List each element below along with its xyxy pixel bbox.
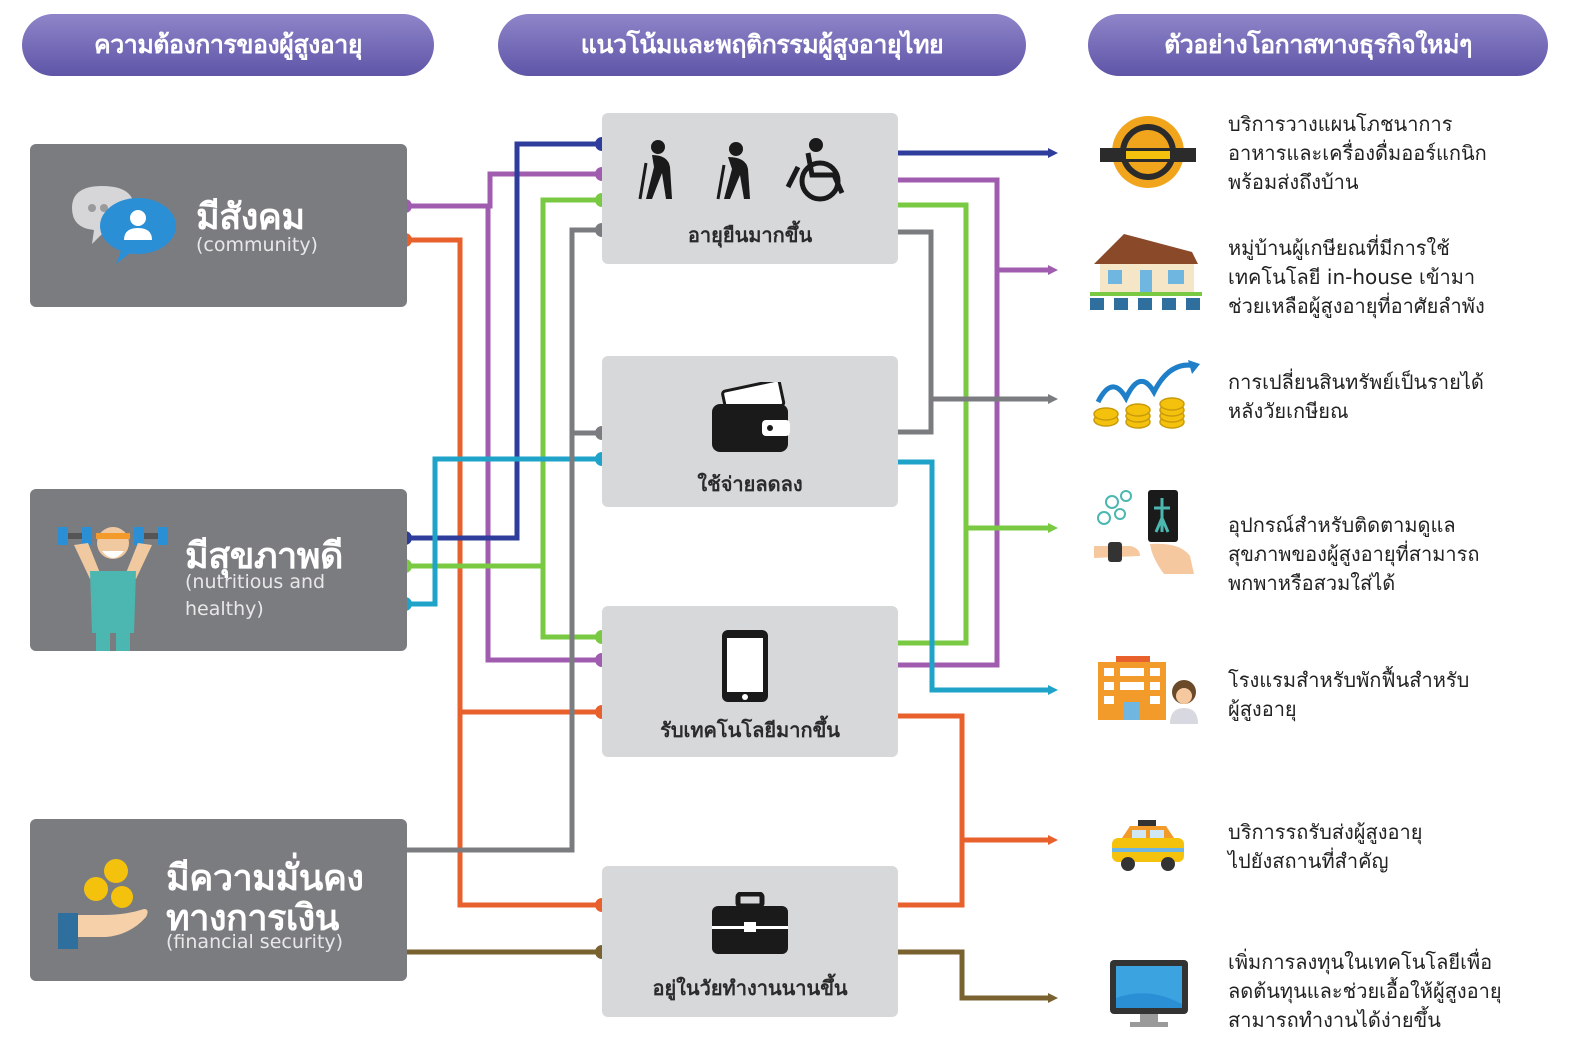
house-icon [1090, 234, 1202, 310]
chat-people-icon [72, 186, 176, 264]
trend-working-longer: อยู่ในวัยทำงานนานขึ้น [602, 866, 898, 1017]
coins-hand-icon [58, 859, 148, 949]
arrow-purple [898, 177, 1058, 275]
link-health-longevity [405, 141, 602, 541]
opportunity-wearable: อุปกรณ์สำหรับติดตามดูแล สุขภาพของผู้สูงอ… [1228, 513, 1480, 595]
header-trends: แนวโน้มและพฤติกรรมผู้สูงอายุไทย [498, 14, 1026, 76]
opportunity-tech-investment: เพิ่มการลงทุนในเทคโนโลยีเพื่อ ลดต้นทุนแล… [1228, 950, 1502, 1032]
arrow-blue [898, 459, 1058, 695]
monitor-icon [1110, 960, 1188, 1027]
wallet-icon [712, 382, 790, 452]
need-social: มีสังคม (community) [30, 144, 407, 307]
arrow-purple-2 [898, 270, 1000, 668]
opportunity-asset-income: การเปลี่ยนสินทรัพย์เป็นรายได้ หลังวัยเกษ… [1228, 370, 1484, 423]
wearable-health-icon [1094, 490, 1194, 574]
elderly-dumbbell-icon [58, 527, 168, 651]
opportunity-recovery-hotel: โรงแรมสำหรับพักฟื้นสำหรับ ผู้สูงอายุ [1228, 668, 1470, 721]
trend-technology: รับเทคโนโลยีมากขึ้น [602, 606, 898, 757]
opportunity-retirement-village: หมู่บ้านผู้เกษียณที่มีการใช้ เทคโนโลยี i… [1228, 236, 1485, 318]
link-health-spending [405, 456, 602, 607]
trend-longevity: อายุยืนมากขึ้น [602, 113, 898, 264]
need-health: มีสุขภาพดี (nutritious and healthy) [30, 489, 407, 651]
hotel-icon [1098, 656, 1198, 724]
link-social-working [405, 237, 602, 908]
smartphone-icon [722, 630, 768, 702]
arrow-green [898, 202, 1058, 533]
organic-badge-icon [1100, 116, 1196, 188]
taxi-icon [1112, 820, 1184, 871]
arrow-brown [898, 949, 1058, 1003]
arrow-gray [898, 229, 1058, 404]
arrow-orange [898, 713, 1058, 845]
link-finance-longevity [405, 227, 602, 853]
coins-growth-icon [1093, 360, 1200, 429]
link-social-technology [405, 203, 602, 663]
header-opportunities: ตัวอย่างโอกาสทางธุรกิจใหม่ๆ [1088, 14, 1548, 76]
trend-spending: ใช้จ่ายลดลง [602, 356, 898, 507]
elderly-cane-wheelchair-icon [638, 138, 845, 202]
need-financial: มีความมั่นคง ทางการเงิน (financial secur… [30, 819, 407, 981]
arrow-gray-2 [898, 399, 934, 435]
opportunity-shuttle: บริการรถรับส่งผู้สูงอายุ ไปยังสถานที่สำค… [1228, 820, 1423, 873]
link-health-longevity-green [405, 197, 602, 569]
arrow-green-2 [898, 528, 969, 646]
header-needs: ความต้องการของผู้สูงอายุ [22, 14, 434, 76]
briefcase-icon [712, 892, 788, 954]
opportunity-organic-meal: บริการวางแผนโภชนาการ อาหารและเครื่องดื่ม… [1228, 112, 1487, 194]
arrow-orange-2 [898, 840, 965, 908]
link-health-technology-green [540, 566, 602, 640]
